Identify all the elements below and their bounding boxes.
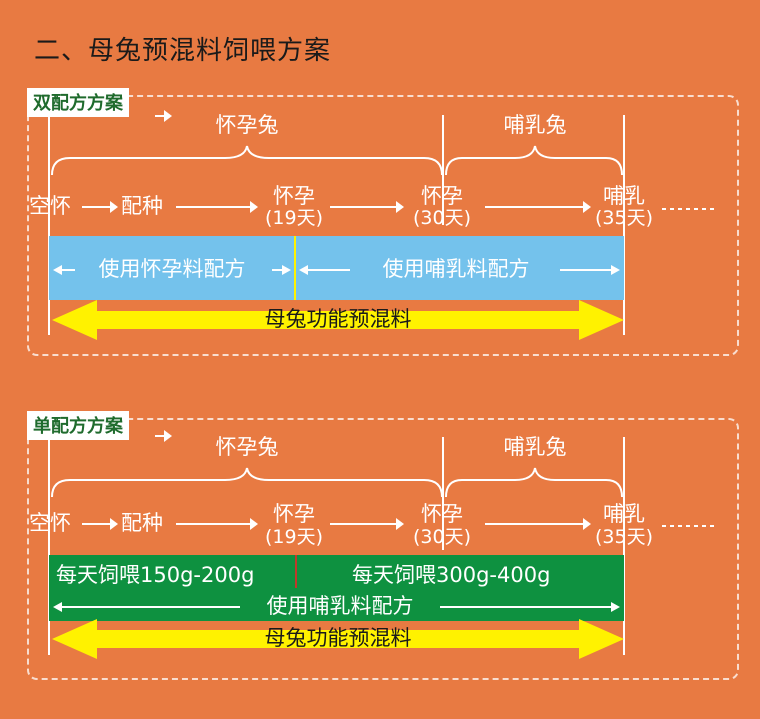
- stage-preg19-day: (19天): [264, 207, 324, 229]
- band-label-lactation-formula: 使用哺乳料配方: [382, 257, 530, 281]
- stage-preg30-name: 怀孕: [421, 502, 463, 526]
- plan-box-dual: [27, 95, 739, 356]
- bracket-label-lactating: 哺乳兔: [503, 435, 567, 459]
- stage-preg19-name: 怀孕: [273, 502, 315, 526]
- brace-pregnant: [51, 145, 443, 176]
- formula-band-dual: [49, 236, 624, 300]
- stage-preg30-day: (30天): [412, 207, 472, 229]
- stage-mating: 配种: [121, 511, 163, 535]
- stage-preg30-day: (30天): [412, 526, 472, 548]
- stage-empty: 空怀: [29, 511, 71, 535]
- plan-label-dual: 双配方方案: [27, 88, 129, 117]
- stage-lact35-name: 哺乳: [603, 502, 645, 526]
- band-label-lactation-formula: 使用哺乳料配方: [266, 594, 414, 618]
- bracket-label-pregnant: 怀孕兔: [215, 435, 279, 459]
- stage-mating: 配种: [121, 194, 163, 218]
- stage-lact35-day: (35天): [594, 207, 654, 229]
- feed-amount-lactation: 每天饲喂300g-400g: [352, 563, 551, 587]
- page-title: 二、母兔预混料饲喂方案: [34, 36, 332, 66]
- stage-preg19-day: (19天): [264, 526, 324, 548]
- plan-box-single: [27, 418, 739, 680]
- premix-label-single: 母兔功能预混料: [264, 626, 412, 650]
- band-label-pregnancy-formula: 使用怀孕料配方: [98, 257, 246, 281]
- brace-lactating: [445, 467, 623, 498]
- feed-amount-pregnancy: 每天饲喂150g-200g: [56, 563, 255, 587]
- brace-lactating: [445, 145, 623, 176]
- stage-preg30-name: 怀孕: [421, 184, 463, 208]
- band-divider: [295, 555, 297, 588]
- stage-lact35-name: 哺乳: [603, 184, 645, 208]
- bracket-label-lactating: 哺乳兔: [503, 113, 567, 137]
- brace-pregnant: [51, 467, 443, 498]
- formula-band-single: [49, 555, 624, 621]
- stage-preg19-name: 怀孕: [273, 184, 315, 208]
- stage-empty: 空怀: [29, 194, 71, 218]
- plan-label-single: 单配方方案: [27, 411, 129, 440]
- stage-lact35-day: (35天): [594, 526, 654, 548]
- band-divider: [294, 236, 296, 300]
- bracket-label-pregnant: 怀孕兔: [215, 113, 279, 137]
- premix-label-dual: 母兔功能预混料: [264, 307, 412, 331]
